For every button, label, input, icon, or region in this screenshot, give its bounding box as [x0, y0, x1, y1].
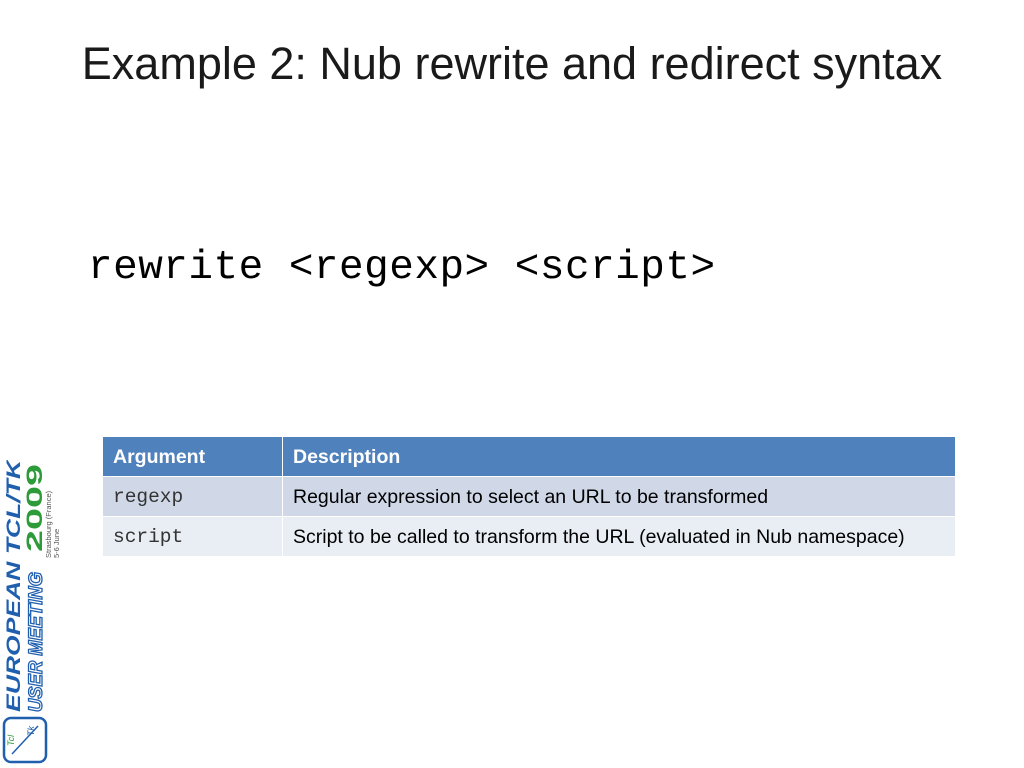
description-cell: Script to be called to transform the URL…	[282, 516, 956, 557]
argument-cell: script	[102, 516, 283, 557]
tcl-tk-badge-icon: Tcl Tk	[2, 716, 48, 764]
argument-cell: regexp	[102, 476, 283, 517]
column-header-argument: Argument	[102, 436, 283, 477]
badge-tcl-text: Tcl	[6, 734, 16, 746]
table-row: regexp Regular expression to select an U…	[102, 476, 956, 517]
logo-line1-text: EUROPEAN TCL/TK	[4, 460, 25, 712]
logo-year-text: 2009	[22, 464, 47, 552]
column-header-description: Description	[282, 436, 956, 477]
logo-line2-text: USER MEETING	[26, 572, 47, 712]
slide-title: Example 2: Nub rewrite and redirect synt…	[81, 38, 943, 89]
table-row: script Script to be called to transform …	[102, 516, 956, 557]
logo-location-text: Strasbourg (France)	[44, 490, 53, 558]
logo-dates-text: 5-6 June	[52, 529, 60, 558]
table-header-row: Argument Description	[102, 436, 956, 477]
arguments-table: Argument Description regexp Regular expr…	[102, 436, 956, 557]
syntax-line: rewrite <regexp> <script>	[88, 245, 716, 291]
badge-tk-text: Tk	[26, 726, 36, 736]
description-cell: Regular expression to select an URL to b…	[282, 476, 956, 517]
conference-logo: Tcl Tk EUROPEAN TCL/TK USER MEETING 2009…	[0, 460, 60, 766]
